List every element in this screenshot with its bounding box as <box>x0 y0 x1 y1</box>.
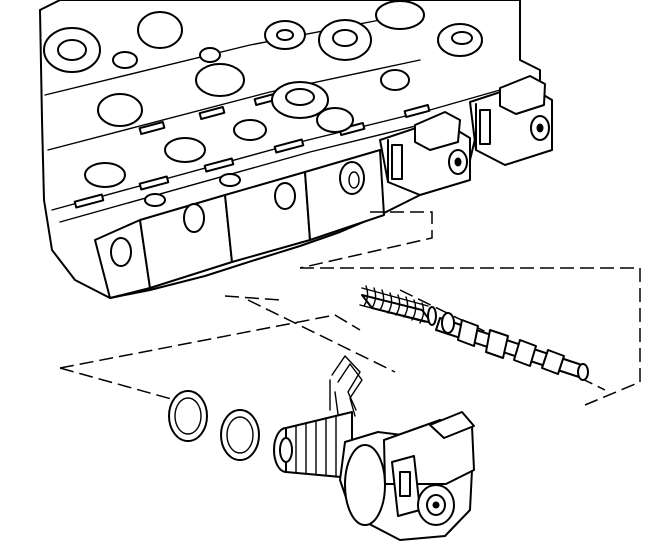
valve-body <box>39 0 541 299</box>
installed-solenoid-1 <box>379 111 471 196</box>
retainer-clip <box>329 355 363 417</box>
installed-solenoid-2 <box>469 75 553 166</box>
pressure-control-solenoid <box>273 411 475 541</box>
spool-valve <box>435 312 589 381</box>
o-ring-2 <box>220 409 260 461</box>
spring <box>359 285 437 326</box>
o-ring-1 <box>168 390 208 442</box>
